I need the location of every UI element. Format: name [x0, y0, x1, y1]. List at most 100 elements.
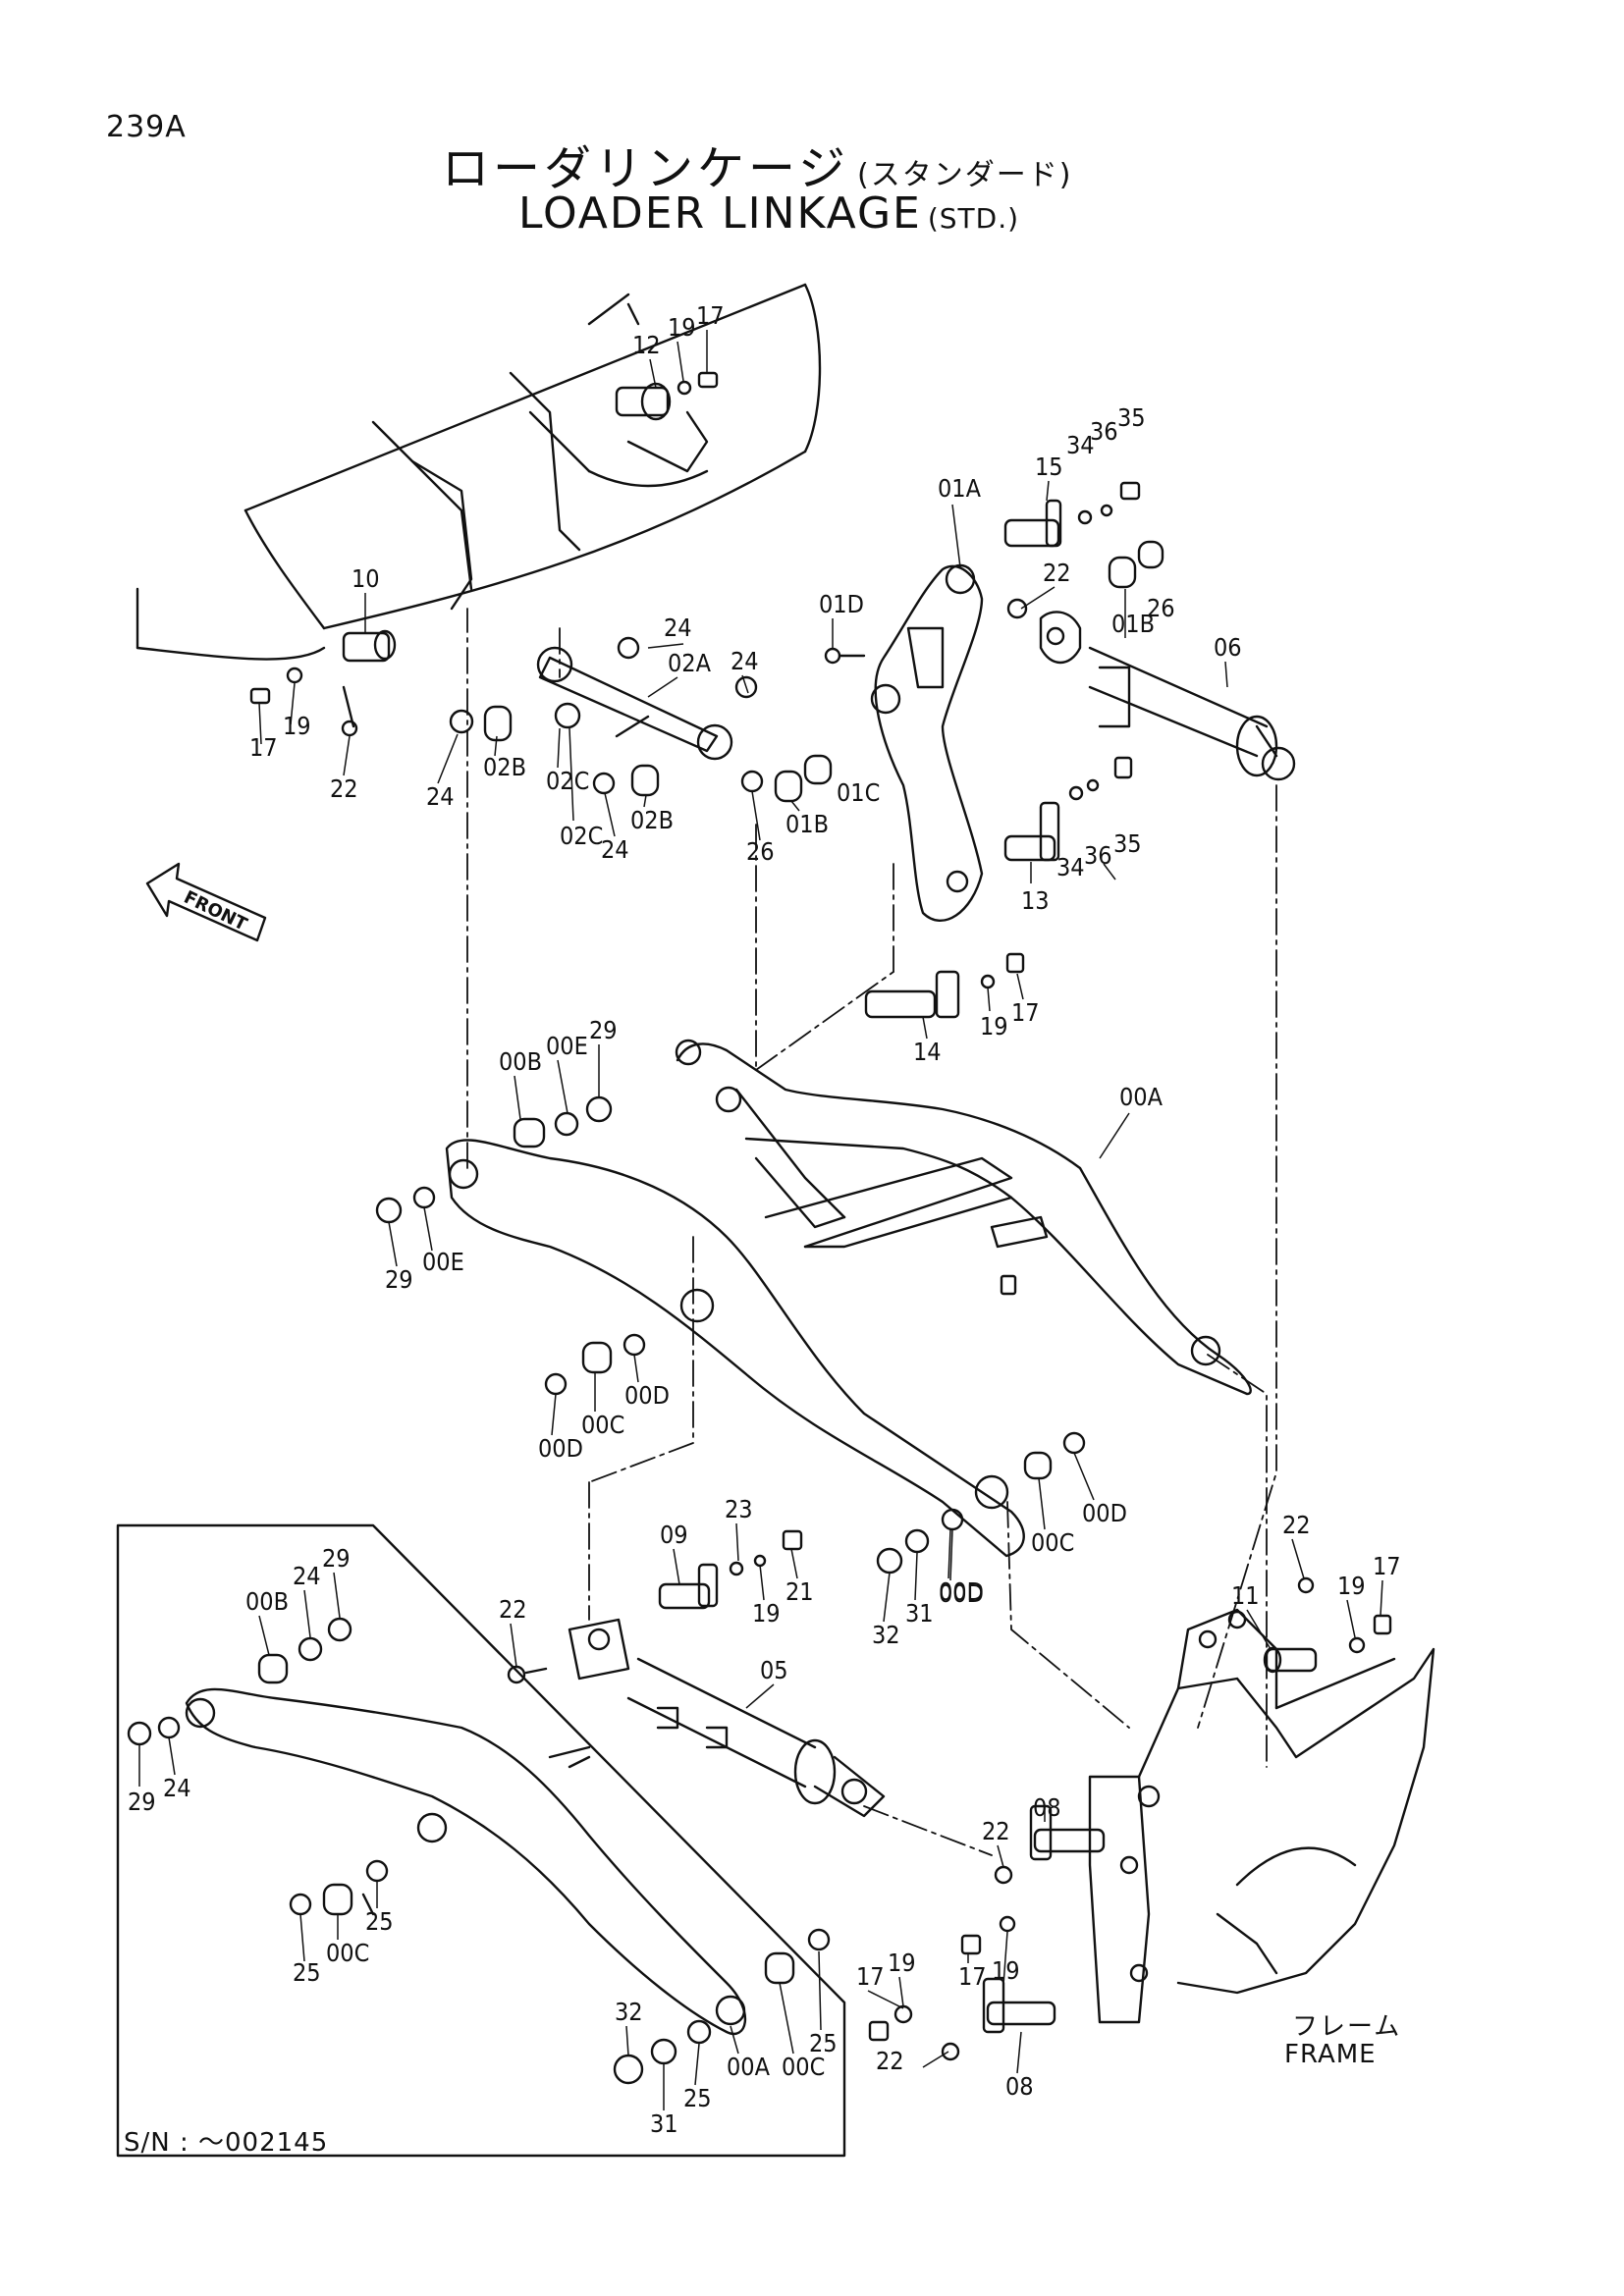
callout-label: 22 — [499, 1595, 527, 1624]
pin-10-drawing — [249, 629, 397, 737]
title-japanese: ローダリンケージ(スタンダード) — [442, 130, 1072, 198]
callout-label: 17 — [1011, 998, 1040, 1027]
callout-label: 11 — [1231, 1581, 1260, 1610]
frame-label-japanese: フレーム — [1292, 2012, 1402, 2042]
leader-lines — [138, 330, 1383, 2110]
callout-label: 23 — [725, 1495, 753, 1523]
callout-label: 10 — [352, 564, 380, 593]
callout-label: 02A — [668, 649, 712, 677]
bellcrank-01A-drawing — [740, 563, 1028, 923]
serial-number-note: S/N : ～002145 — [124, 2128, 329, 2158]
callout-label: 00D — [1082, 1499, 1127, 1527]
callout-label: 26 — [1147, 594, 1175, 622]
callout-label: 00E — [546, 1032, 588, 1060]
callout-label: 17 — [856, 1962, 885, 1991]
boom-00A-drawing — [445, 1039, 1252, 1558]
callout-label: 25 — [293, 1958, 321, 1987]
callout-label: 02B — [630, 806, 674, 834]
callout-label: 05 — [760, 1656, 788, 1684]
callout-label: 32 — [872, 1621, 900, 1649]
callout-label: 25 — [809, 2029, 838, 2057]
callout-label: 22 — [1043, 559, 1071, 587]
pin-12-drawing — [615, 371, 719, 421]
front-arrow-icon — [145, 862, 267, 942]
callout-label: 19 — [668, 313, 696, 342]
callout-label: 01C — [837, 778, 880, 807]
callout-label: 19 — [283, 712, 311, 740]
pin-11-drawing — [1263, 1576, 1392, 1674]
callout-labels: 12 19 17 10 19 17 22 24 02A 24 02B 02C 2… — [128, 301, 1401, 2138]
callout-label: 13 — [1021, 886, 1050, 915]
callout-label: 01B — [785, 810, 829, 838]
callout-label: 34 — [1056, 853, 1085, 881]
callout-label: 19 — [1337, 1572, 1366, 1600]
callout-label: 02C — [560, 822, 603, 850]
callout-label: 12 — [632, 331, 661, 359]
callout-label: 24 — [293, 1562, 321, 1590]
callout-label: 22 — [982, 1817, 1010, 1845]
link-02A-drawing — [449, 636, 758, 797]
callout-label: 00A — [1119, 1083, 1164, 1111]
assembly-lines — [466, 608, 1277, 1856]
callout-label: 15 — [1035, 453, 1063, 481]
bucket-drawing — [135, 283, 822, 661]
callout-label: 32 — [615, 1998, 643, 2026]
callout-label: 19 — [980, 1012, 1008, 1041]
frame-label-english: FRAME — [1284, 2040, 1377, 2069]
callout-label: 17 — [958, 1962, 987, 1991]
pin-13-drawing — [1003, 756, 1133, 862]
callout-label: 17 — [249, 733, 278, 762]
callout-label: 34 — [1066, 431, 1095, 459]
callout-label: 29 — [589, 1016, 618, 1044]
callout-label: 02C — [546, 767, 589, 795]
title-japanese-main: ローダリンケージ — [442, 141, 850, 196]
callout-label: 00D — [624, 1381, 670, 1410]
callout-label: 08 — [1005, 2072, 1034, 2101]
callout-label: 06 — [1214, 633, 1242, 662]
callout-label: 36 — [1090, 417, 1118, 446]
callout-label: 25 — [683, 2084, 712, 2112]
callout-label: 02B — [483, 753, 526, 781]
callout-label: 24 — [426, 782, 455, 811]
title-japanese-sub: (スタンダード) — [857, 158, 1073, 192]
callout-label: 29 — [322, 1544, 351, 1573]
callout-label: 00C — [326, 1939, 369, 1967]
pin-15-drawing — [1003, 481, 1141, 548]
callout-label: 24 — [601, 835, 629, 864]
cylinder-06-drawing — [1039, 540, 1296, 781]
callout-label: 09 — [660, 1521, 688, 1549]
cylinder-05-drawing — [507, 1618, 886, 1818]
pin-08-drawing — [868, 1804, 1106, 2061]
boom-bushings-drawing — [375, 1095, 1086, 1575]
callout-label: 00D — [939, 1579, 984, 1608]
callout-label: 29 — [128, 1788, 156, 1816]
callout-label: 00B — [499, 1047, 542, 1076]
callout-label: 17 — [1373, 1552, 1401, 1580]
callout-label: 17 — [696, 301, 725, 330]
callout-label: 00C — [581, 1411, 624, 1439]
title-english-sub: (STD.) — [927, 202, 1020, 235]
callout-label: 01B — [1111, 610, 1155, 638]
callout-label: 00E — [422, 1248, 464, 1276]
callout-label: 19 — [752, 1599, 781, 1628]
frame-drawing — [1088, 1608, 1435, 2024]
title-english-main: LOADER LINKAGE — [518, 188, 922, 239]
callout-label: 29 — [385, 1265, 413, 1294]
callout-label: 24 — [731, 647, 759, 675]
callout-label: 00C — [1031, 1528, 1074, 1557]
callout-label: 01A — [938, 474, 982, 503]
title-english: LOADER LINKAGE(STD.) — [518, 188, 1019, 239]
callout-label: 00B — [245, 1587, 289, 1616]
callout-label: 35 — [1117, 403, 1146, 432]
callout-label: 14 — [913, 1038, 942, 1066]
callout-label: 22 — [876, 2047, 904, 2075]
callout-label: 35 — [1113, 829, 1142, 858]
callout-label: 36 — [1084, 841, 1112, 870]
inset-box-drawing — [116, 1523, 846, 2158]
callout-label: 19 — [888, 1949, 916, 1977]
pin-14-drawing — [864, 952, 1025, 1019]
callout-label: 31 — [650, 2109, 678, 2138]
callout-label: 26 — [746, 837, 775, 866]
callout-label: 22 — [1282, 1511, 1311, 1539]
